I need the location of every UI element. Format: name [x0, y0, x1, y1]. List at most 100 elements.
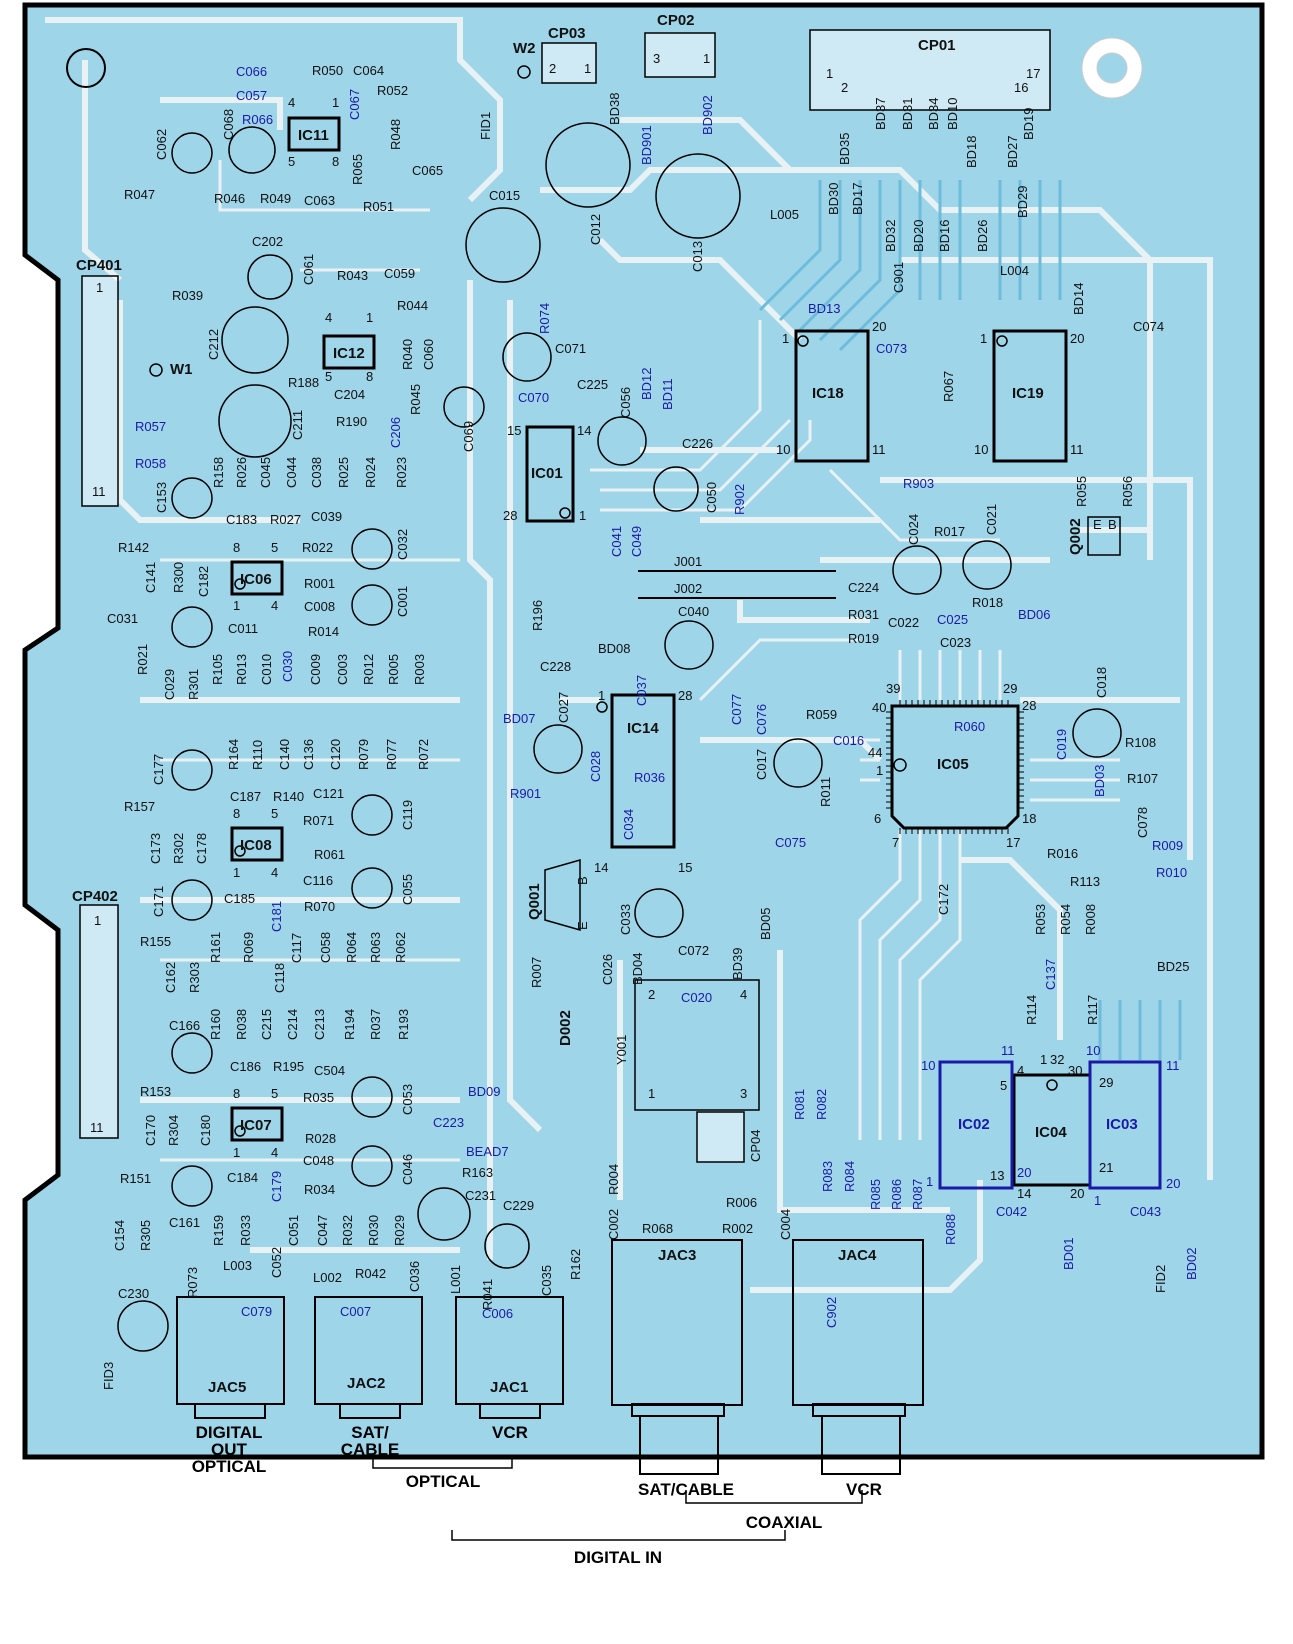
- r009-label: R009: [1152, 838, 1183, 853]
- p8-label: 8: [233, 540, 240, 555]
- r082-label: R082: [814, 1089, 829, 1120]
- p5-label: 5: [271, 540, 278, 555]
- e-label: E: [575, 921, 590, 930]
- c007-label: C007: [340, 1304, 371, 1319]
- r040-label: R040: [400, 339, 415, 370]
- p44-label: 44: [868, 745, 882, 760]
- r046-label: R046: [214, 191, 245, 206]
- r068-label: R068: [642, 1221, 673, 1236]
- c178-label: C178: [194, 833, 209, 864]
- p5-label: 5: [271, 806, 278, 821]
- ic01-chip: [525, 425, 575, 523]
- c166-label: C166: [169, 1018, 200, 1033]
- bd26-label: BD26: [975, 219, 990, 252]
- r013-label: R013: [234, 654, 249, 685]
- r022-label: R022: [302, 540, 333, 555]
- bd902-label: BD902: [700, 95, 715, 135]
- c045-label: C045: [258, 457, 273, 488]
- r034-label: R034: [304, 1182, 335, 1197]
- c230-capacitor: [117, 1300, 169, 1352]
- c901-label: C901: [891, 262, 906, 293]
- r052-label: R052: [377, 83, 408, 98]
- l004-label: L004: [1000, 263, 1029, 278]
- r072-label: R072: [416, 739, 431, 770]
- c067-label: C067: [347, 89, 362, 120]
- ic05-pin-ticks: [886, 700, 1024, 834]
- fid3-label: FID3: [101, 1362, 116, 1390]
- c071-label: C071: [555, 341, 586, 356]
- y001-label: Y001: [614, 1035, 629, 1065]
- p3-label: 3: [740, 1086, 747, 1101]
- c173-label: C173: [148, 833, 163, 864]
- ic07-label: IC07: [240, 1117, 272, 1134]
- l002-label: L002: [313, 1270, 342, 1285]
- bd35-label: BD35: [837, 132, 852, 165]
- c229-label: C229: [503, 1198, 534, 1213]
- r160-label: R160: [208, 1009, 223, 1040]
- c024-label: C024: [906, 514, 921, 545]
- c228-label: C228: [540, 659, 571, 674]
- p2-label: 2: [648, 987, 655, 1002]
- p14-label: 14: [1017, 1186, 1031, 1201]
- q002-block: [1087, 516, 1121, 556]
- p2-label: 2: [841, 80, 848, 95]
- r021-label: R021: [135, 644, 150, 675]
- r070-label: R070: [304, 899, 335, 914]
- d002-label: D002: [557, 1010, 574, 1046]
- c055-label: C055: [400, 874, 415, 905]
- sat-cable-coaxial-label: SAT/CABLE: [638, 1480, 734, 1499]
- c179-label: C179: [269, 1171, 284, 1202]
- r011-label: R011: [818, 777, 833, 807]
- c120-label: C120: [328, 739, 343, 770]
- bd901-label: BD901: [639, 125, 654, 165]
- c016-label: C016: [833, 733, 864, 748]
- p1-label: 1: [1040, 1052, 1047, 1067]
- mounting-hole: [1096, 52, 1128, 84]
- bd32-label: BD32: [883, 219, 898, 252]
- r059-label: R059: [806, 707, 837, 722]
- p16-label: 16: [1014, 80, 1028, 95]
- c077-label: C077: [729, 694, 744, 725]
- p18-label: 18: [1022, 811, 1036, 826]
- c170-label: C170: [143, 1115, 158, 1146]
- trace-network-thin: [160, 160, 1120, 1162]
- c062-capacitor: [171, 132, 213, 174]
- ic02-chip: [938, 1060, 1014, 1190]
- r901-label: R901: [510, 786, 541, 801]
- c053-capacitor: [351, 1076, 393, 1118]
- c025-label: C025: [937, 612, 968, 627]
- r008-label: R008: [1083, 904, 1098, 935]
- p8-label: 8: [366, 369, 373, 384]
- c032-label: C032: [395, 529, 410, 560]
- r036-label: R036: [634, 770, 665, 785]
- r155-label: R155: [140, 934, 171, 949]
- c117-label: C117: [289, 933, 304, 963]
- fid1-label: FID1: [478, 112, 493, 140]
- c003-label: C003: [335, 654, 350, 685]
- p6-label: 6: [874, 811, 881, 826]
- p15-label: 15: [678, 860, 692, 875]
- c162-label: C162: [163, 962, 178, 993]
- p20-label: 20: [1166, 1176, 1180, 1191]
- c040-label: C040: [678, 604, 709, 619]
- c185-label: C185: [224, 891, 255, 906]
- c141-label: C141: [143, 562, 158, 593]
- c062-label: C062: [154, 129, 169, 160]
- c039-label: C039: [311, 509, 342, 524]
- c116-label: C116: [303, 873, 333, 888]
- c078-label: C078: [1135, 807, 1150, 838]
- bd14-label: BD14: [1071, 282, 1086, 315]
- r065-label: R065: [350, 154, 365, 185]
- pin-numbers: 4 1 5 8 4 1 5 8 8 5 1 4 8 5 1 4 8 5 1 4 …: [90, 51, 1180, 1208]
- p29-label: 29: [1099, 1075, 1113, 1090]
- p14-label: 14: [594, 860, 608, 875]
- c166-capacitor: [171, 1032, 213, 1074]
- digital-out-label: DIGITAL: [196, 1423, 263, 1442]
- trace-network-blue: [758, 180, 1182, 1060]
- c010-label: C010: [259, 654, 274, 685]
- c008-label: C008: [304, 599, 335, 614]
- y001-block: [634, 979, 760, 1111]
- cp01-label: CP01: [918, 37, 956, 54]
- r054-label: R054: [1058, 904, 1073, 935]
